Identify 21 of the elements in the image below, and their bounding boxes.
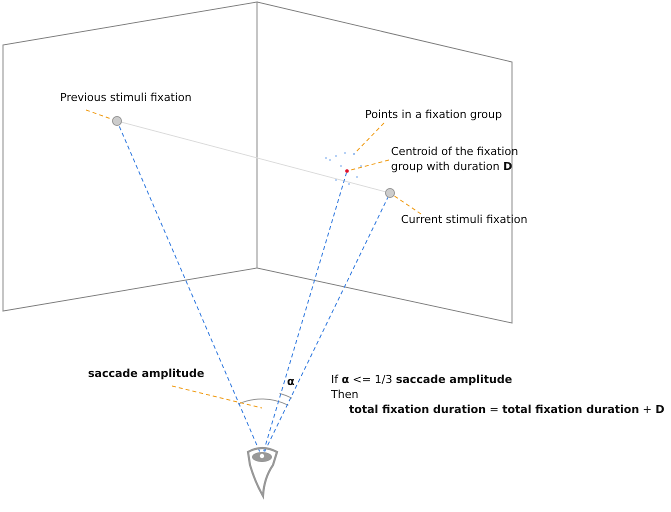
callout-label: saccade amplitude	[88, 366, 204, 381]
angle-label: α	[287, 374, 295, 389]
centroid-dot	[345, 169, 349, 173]
condition-text: If α <= 1/3 saccade amplitude	[331, 372, 512, 387]
gaze-line	[264, 196, 389, 452]
callout-label: Centroid of the fixation group with duration D	[391, 144, 541, 174]
fixation-point	[112, 116, 122, 126]
callout-label: Current stimuli fixation	[401, 212, 528, 227]
leader-line	[348, 160, 390, 172]
gaze-line	[118, 124, 260, 452]
eye-drawing	[246, 446, 278, 498]
leader-line	[172, 386, 262, 408]
condition-text: Then	[331, 387, 358, 402]
condition-text: total fixation duration = total fixation duration + D	[349, 402, 665, 417]
gaze-line	[263, 172, 347, 452]
callout-label: Points in a fixation group	[365, 107, 502, 122]
callout-label: Previous stimuli fixation	[60, 90, 192, 105]
leader-line	[354, 122, 384, 154]
leader-line	[393, 195, 422, 214]
fixation-point	[385, 188, 395, 198]
connector-line	[120, 122, 386, 192]
